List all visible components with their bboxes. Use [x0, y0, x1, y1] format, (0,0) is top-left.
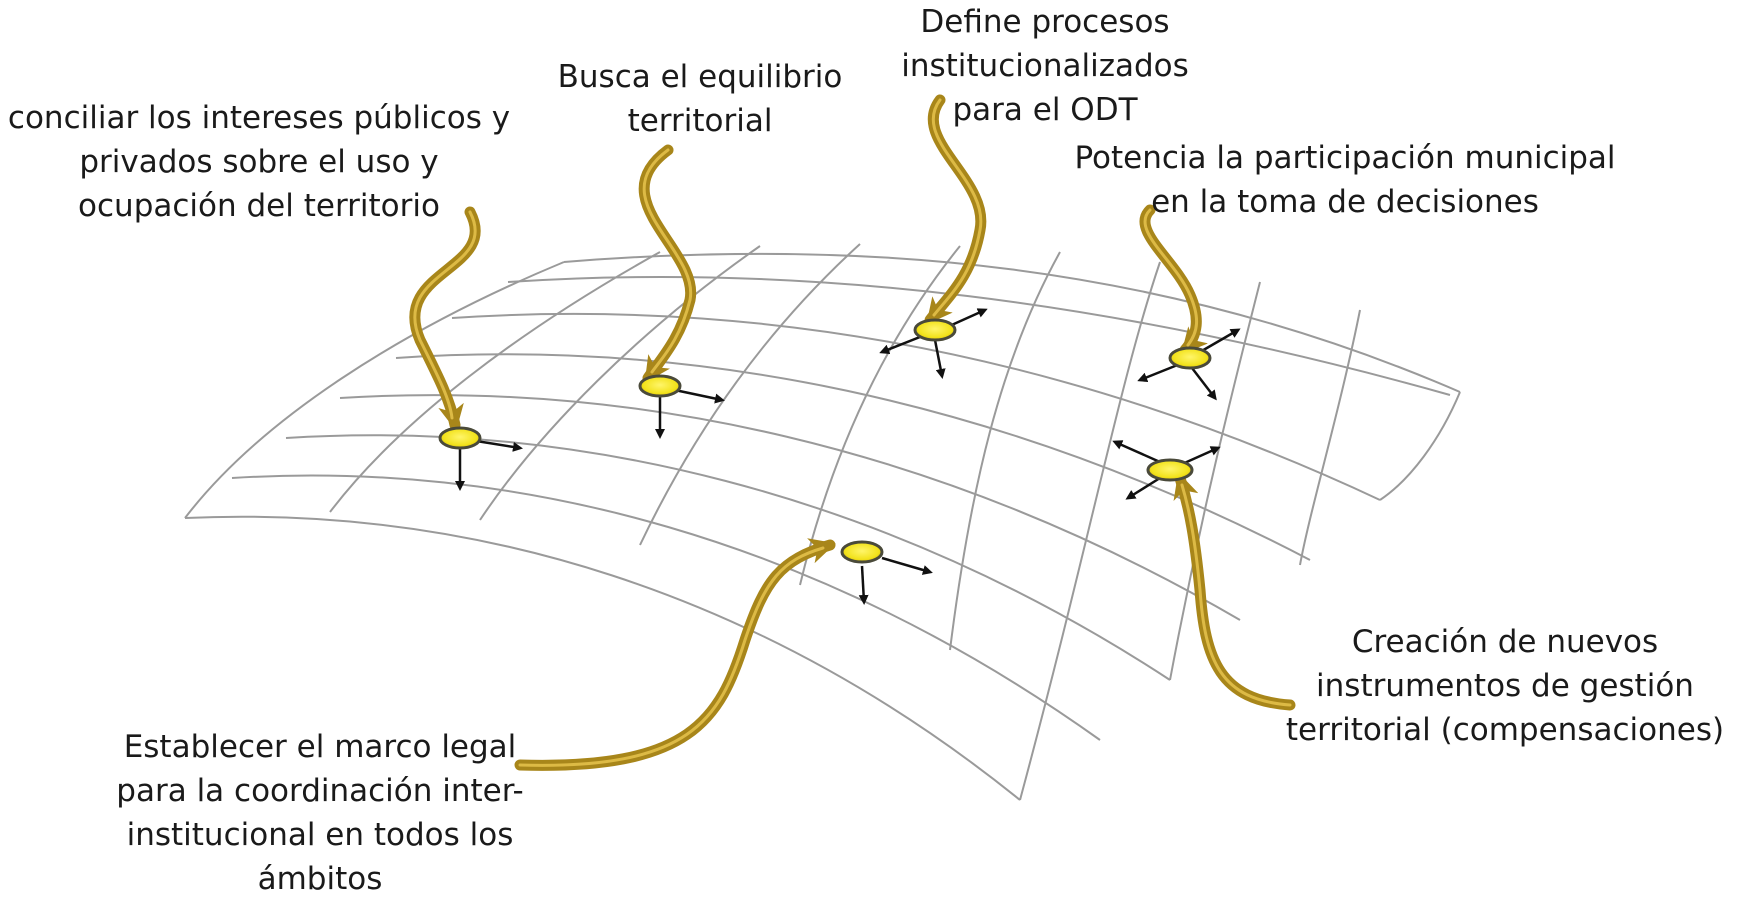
label-conciliar: conciliar los intereses públicos y priva…	[0, 96, 518, 228]
label-line: privados sobre el uso y	[79, 144, 439, 180]
gold-arrow-marco	[514, 538, 836, 771]
label-line: para la coordinación inter-	[116, 773, 524, 809]
mesh-line	[1299, 309, 1361, 566]
mesh-line	[184, 261, 565, 519]
node-equilibrio	[638, 374, 725, 439]
label-line: territorial (compensaciones)	[1285, 712, 1725, 748]
label-line: Busca el equilibrio	[557, 59, 843, 95]
label-line: institucional en todos los	[126, 817, 514, 853]
label-creacion: Creación de nuevos instrumentos de gesti…	[1265, 620, 1745, 752]
label-line: territorial	[627, 103, 773, 139]
node-define	[879, 308, 988, 379]
mesh-line	[395, 353, 1311, 561]
mesh-line	[799, 245, 961, 586]
label-line: Creación de nuevos	[1351, 624, 1659, 660]
label-line: en la toma de decisiones	[1151, 184, 1539, 220]
label-line: ámbitos	[257, 861, 383, 897]
label-line: conciliar los intereses públicos y	[7, 100, 511, 136]
label-define: Define procesos institucionalizados para…	[880, 0, 1210, 132]
label-line: Potencia la participación municipal	[1074, 140, 1616, 176]
mesh-line	[451, 312, 1381, 501]
label-line: Define procesos	[920, 4, 1170, 40]
node-conciliar	[438, 426, 523, 491]
label-marco: Establecer el marco legal para la coordi…	[110, 725, 530, 898]
mesh-line	[285, 434, 1171, 681]
node-marco	[840, 540, 933, 605]
node-potencia	[1137, 328, 1241, 401]
mesh-line	[1169, 281, 1261, 681]
mesh-line	[563, 252, 1461, 393]
mesh-line	[231, 474, 1101, 741]
mesh-line	[1379, 391, 1461, 501]
label-line: institucionalizados	[901, 48, 1189, 84]
node-creacion	[1112, 440, 1221, 500]
label-line: Establecer el marco legal	[123, 729, 517, 765]
node-group	[438, 308, 1241, 605]
label-line: instrumentos de gestión	[1316, 668, 1694, 704]
label-line: para el ODT	[952, 92, 1138, 128]
territory-mesh	[184, 243, 1461, 801]
label-potencia: Potencia la participación municipal en l…	[1055, 136, 1635, 224]
mesh-line	[949, 251, 1061, 651]
gold-arrow-equilibrio	[638, 144, 697, 384]
mesh-line	[479, 245, 761, 521]
mesh-line	[507, 275, 1451, 396]
mesh-line	[1019, 261, 1161, 801]
label-equilibrio: Busca el equilibrio territorial	[535, 55, 865, 143]
mesh-line	[329, 251, 661, 513]
mesh-line	[639, 243, 861, 546]
mesh-line	[339, 394, 1241, 621]
gold-arrow-highlights	[413, 98, 1292, 767]
label-line: ocupación del territorio	[78, 188, 440, 224]
mesh-line	[184, 515, 1021, 801]
